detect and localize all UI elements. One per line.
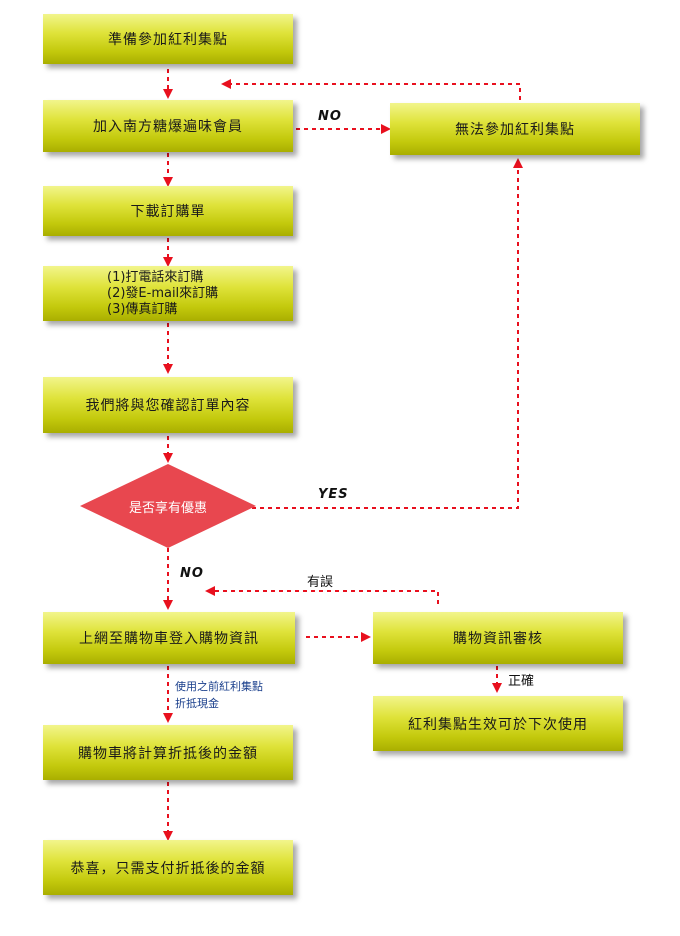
step-valid-text: 紅利集點生效可於下次使用 [408,716,588,733]
step-confirm: 我們將與您確認訂單內容 [43,377,293,433]
step-confirm-text: 我們將與您確認訂單內容 [85,398,251,414]
step-pay-text: 恭喜，只需支付折抵後的金額 [70,860,266,877]
step-cannot: 無法參加紅利集點 [390,103,640,155]
step-order-methods: (1)打電話來訂購 (2)發E-mail來訂購 (3)傳真訂購 [43,266,293,321]
label-error: 有誤 [307,575,334,590]
order-method-fax: (3)傳真訂購 [107,301,178,317]
step-join: 加入南方糖爆遍味會員 [43,100,293,152]
step-valid: 紅利集點生效可於下次使用 [373,696,623,751]
label-use-points-line1: 使用之前紅利集點 [175,680,263,693]
step-calculate: 購物車將計算折抵後的金額 [43,725,293,780]
step-login: 上網至購物車登入購物資訊 [43,612,295,664]
decision-diamond [80,464,256,548]
label-use-points: 使用之前紅利集點 折抵現金 [175,678,263,712]
decision-label: 是否享有優惠 [80,492,256,520]
decision-text: 是否享有優惠 [128,500,207,516]
step-review: 購物資訊審核 [373,612,623,664]
step-pay: 恭喜，只需支付折抵後的金額 [43,840,293,895]
order-method-phone: (1)打電話來訂購 [107,269,204,285]
step-join-text: 加入南方糖爆遍味會員 [93,119,243,135]
step-download-text: 下載訂購單 [130,204,206,220]
arrow-decision-to-cannot [252,158,523,509]
arrow-review-error-back [205,586,439,604]
arrow-cannot-to-prepare [221,79,521,100]
label-correct: 正確 [508,674,535,689]
step-prepare: 準備參加紅利集點 [43,14,293,64]
step-login-text: 上網至購物車登入購物資訊 [79,631,259,647]
step-download: 下載訂購單 [43,186,293,236]
step-calculate-text: 購物車將計算折抵後的金額 [78,745,258,762]
step-prepare-text: 準備參加紅利集點 [108,32,228,48]
label-no-join: NO [318,109,342,124]
label-yes: YES [318,487,349,502]
label-use-points-line2: 折抵現金 [175,697,219,710]
step-cannot-text: 無法參加紅利集點 [455,122,575,138]
step-review-text: 購物資訊審核 [453,631,543,647]
order-method-email: (2)發E-mail來訂購 [107,285,219,301]
label-no-decision: NO [180,566,204,581]
